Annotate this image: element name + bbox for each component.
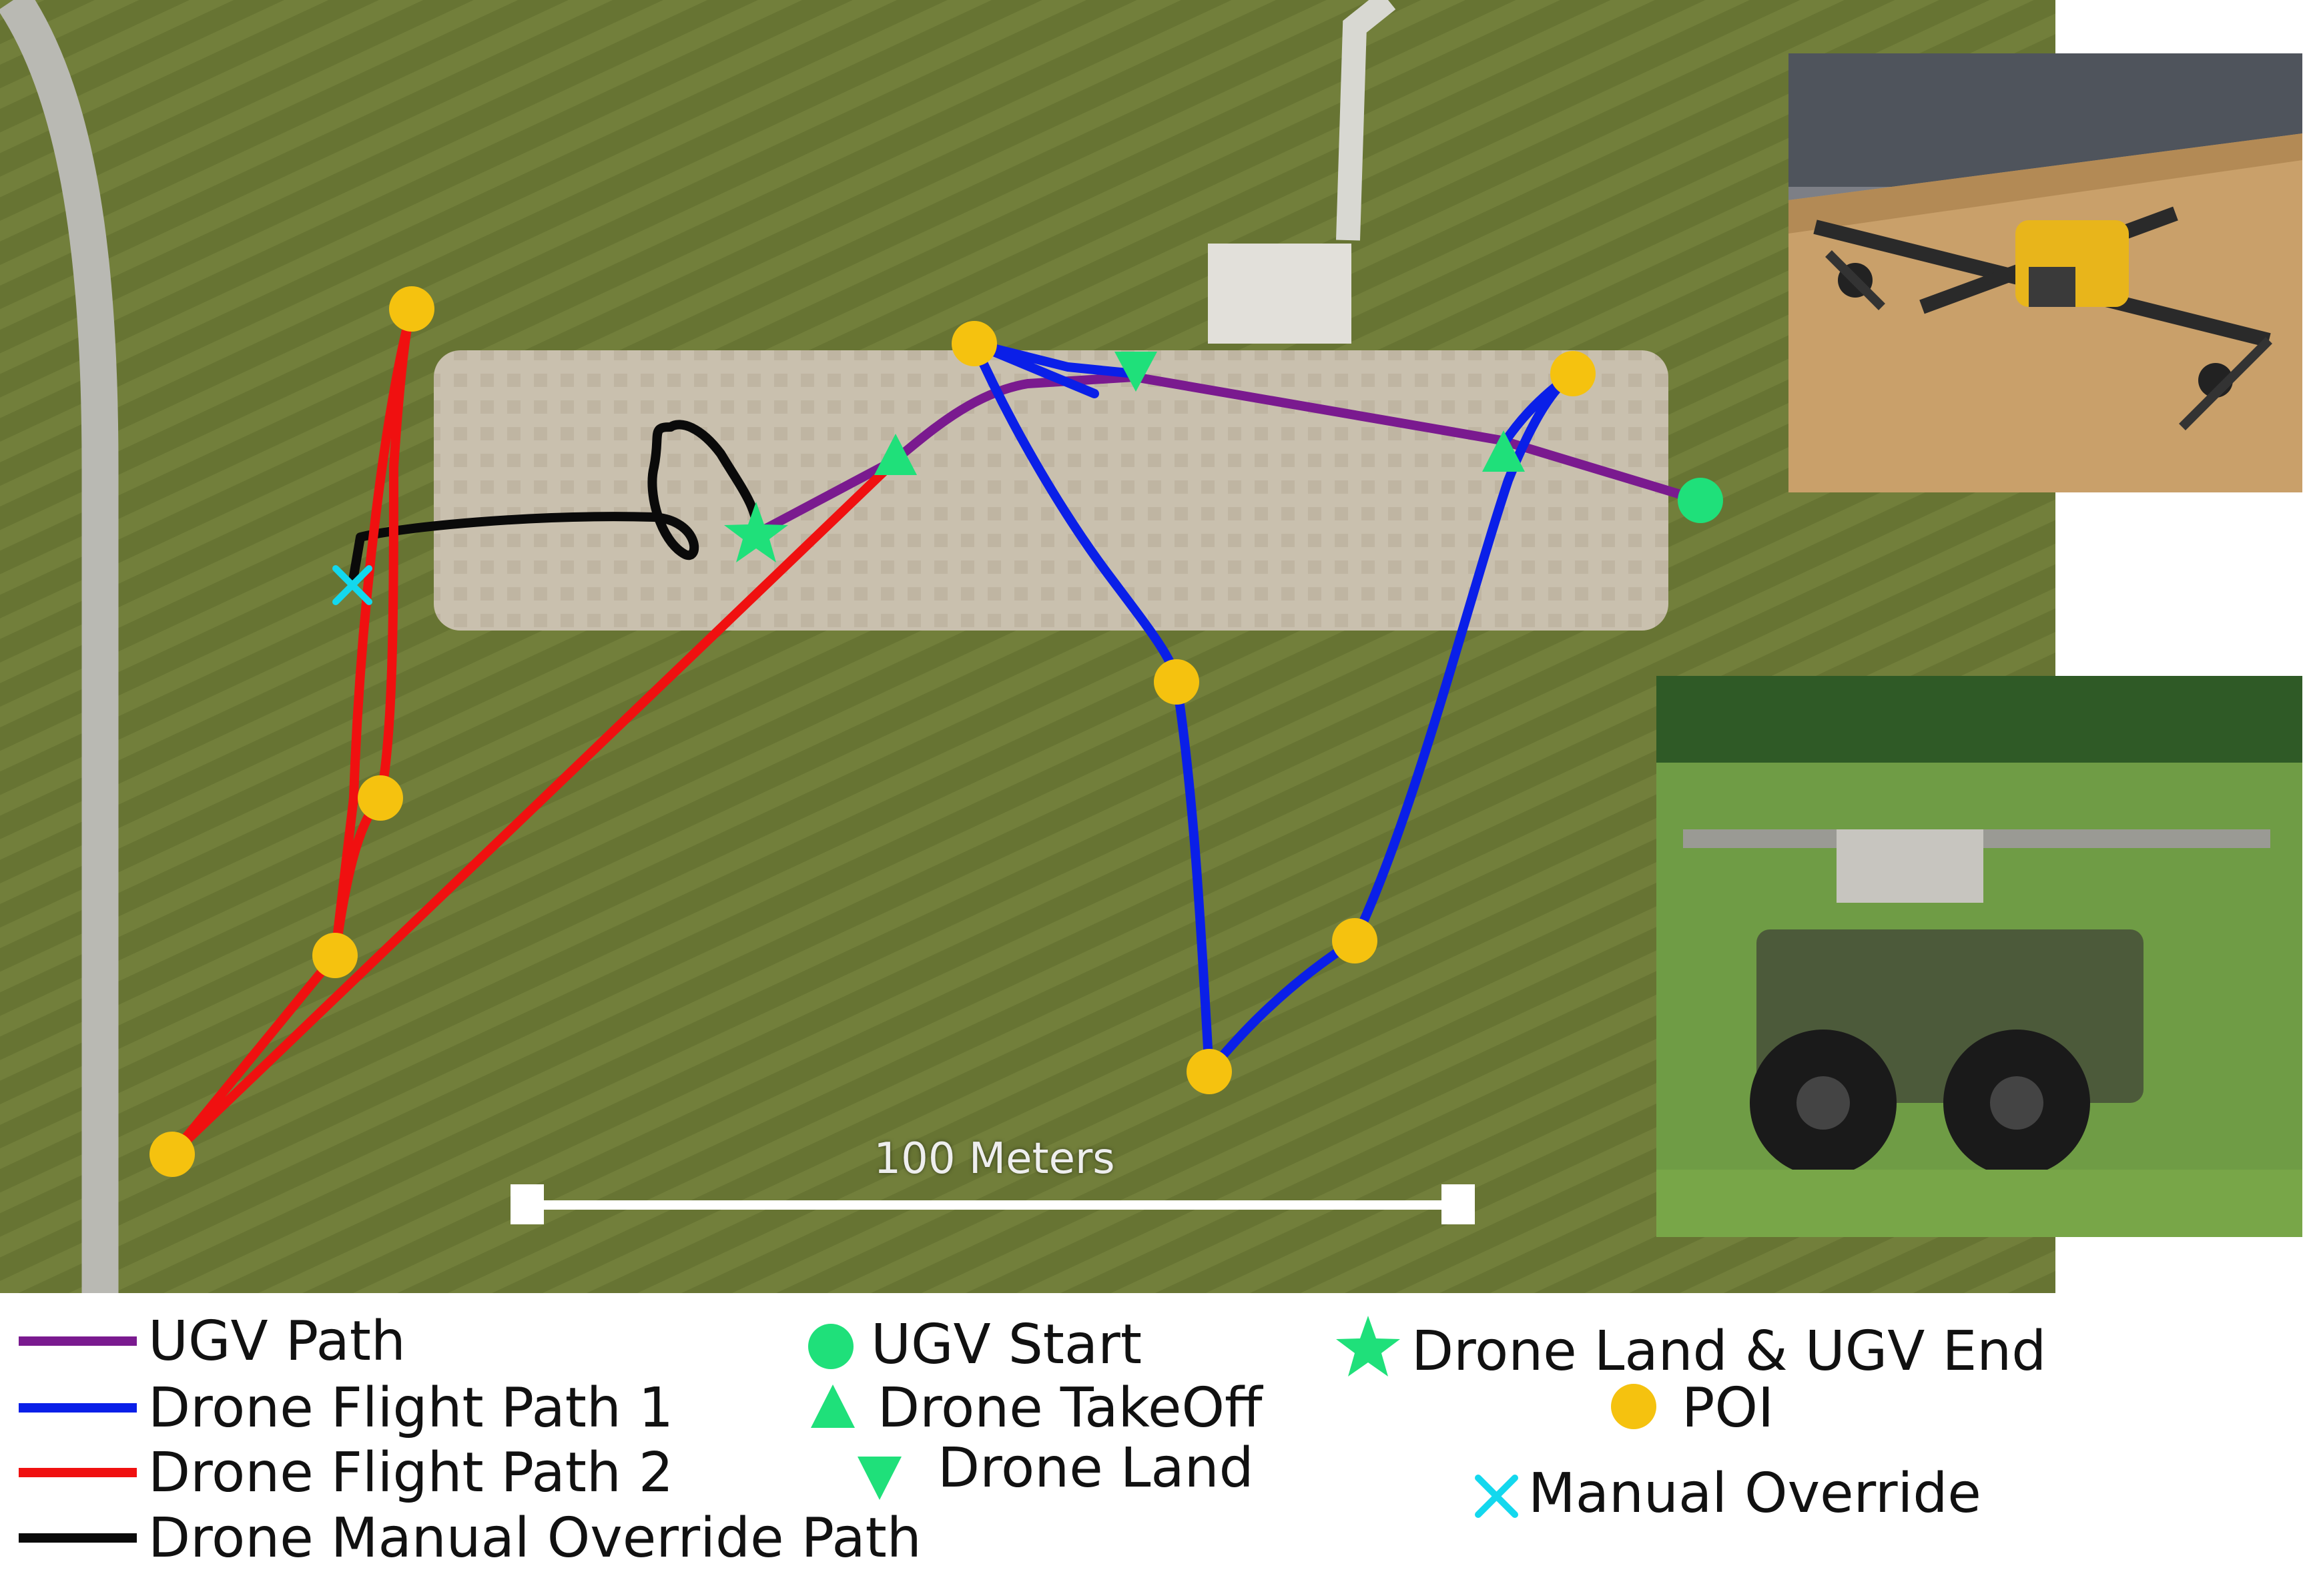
- poi-marker: [1332, 918, 1377, 963]
- legend-manual-override-symbol: [1475, 1475, 1518, 1518]
- poi-marker: [1187, 1049, 1232, 1094]
- road: [0, 0, 119, 1293]
- drone-land-marker: [1114, 352, 1157, 392]
- ugv-start-marker: [1678, 478, 1723, 523]
- legend-drone-land-symbol: [858, 1457, 902, 1500]
- drone-takeoff-marker: [1482, 430, 1525, 472]
- legend-drone-path-1-label: Drone Flight Path 1: [148, 1376, 674, 1440]
- ugv-photo: [1656, 676, 2302, 1237]
- legend-poi-label: POI: [1682, 1376, 1774, 1440]
- poi-marker: [1550, 351, 1596, 396]
- pad: [1208, 244, 1351, 344]
- legend-drone-land-ugv-end-symbol: [1336, 1316, 1400, 1376]
- legend-manual-override-label: Manual Override: [1528, 1462, 1981, 1525]
- legend-manual-override-path-label: Drone Manual Override Path: [148, 1507, 922, 1570]
- drone-photo: [1788, 53, 2302, 492]
- drone-takeoff-marker: [874, 434, 917, 475]
- legend-drone-land-ugv-end-label: Drone Land & UGV End: [1411, 1320, 2047, 1383]
- legend-ugv-path-label: UGV Path: [148, 1310, 406, 1373]
- legend-drone-takeoff-symbol: [811, 1384, 855, 1428]
- poi-markers: [149, 286, 1596, 1177]
- poi-marker: [149, 1132, 195, 1177]
- scale-bar-label: 100 Meters: [874, 1134, 1115, 1184]
- poi-marker: [952, 321, 997, 366]
- legend-poi-symbol: [1611, 1384, 1656, 1429]
- poi-marker: [389, 286, 434, 332]
- legend-drone-takeoff-label: Drone TakeOff: [878, 1376, 1263, 1440]
- legend-ugv-start-symbol: [808, 1324, 854, 1369]
- legend-ugv-start-label: UGV Start: [871, 1313, 1142, 1376]
- poi-marker: [312, 933, 358, 978]
- manual-override-marker: [332, 565, 372, 605]
- poi-marker: [1154, 659, 1199, 705]
- scale-bar: [511, 1184, 1475, 1224]
- walkway: [1336, 0, 1396, 241]
- legend-drone-path-2-label: Drone Flight Path 2: [148, 1441, 674, 1505]
- manual-override-path: [348, 420, 762, 588]
- legend-drone-land-label: Drone Land: [938, 1437, 1254, 1500]
- drone-land-ugv-end-marker: [724, 502, 788, 562]
- poi-marker: [358, 775, 403, 821]
